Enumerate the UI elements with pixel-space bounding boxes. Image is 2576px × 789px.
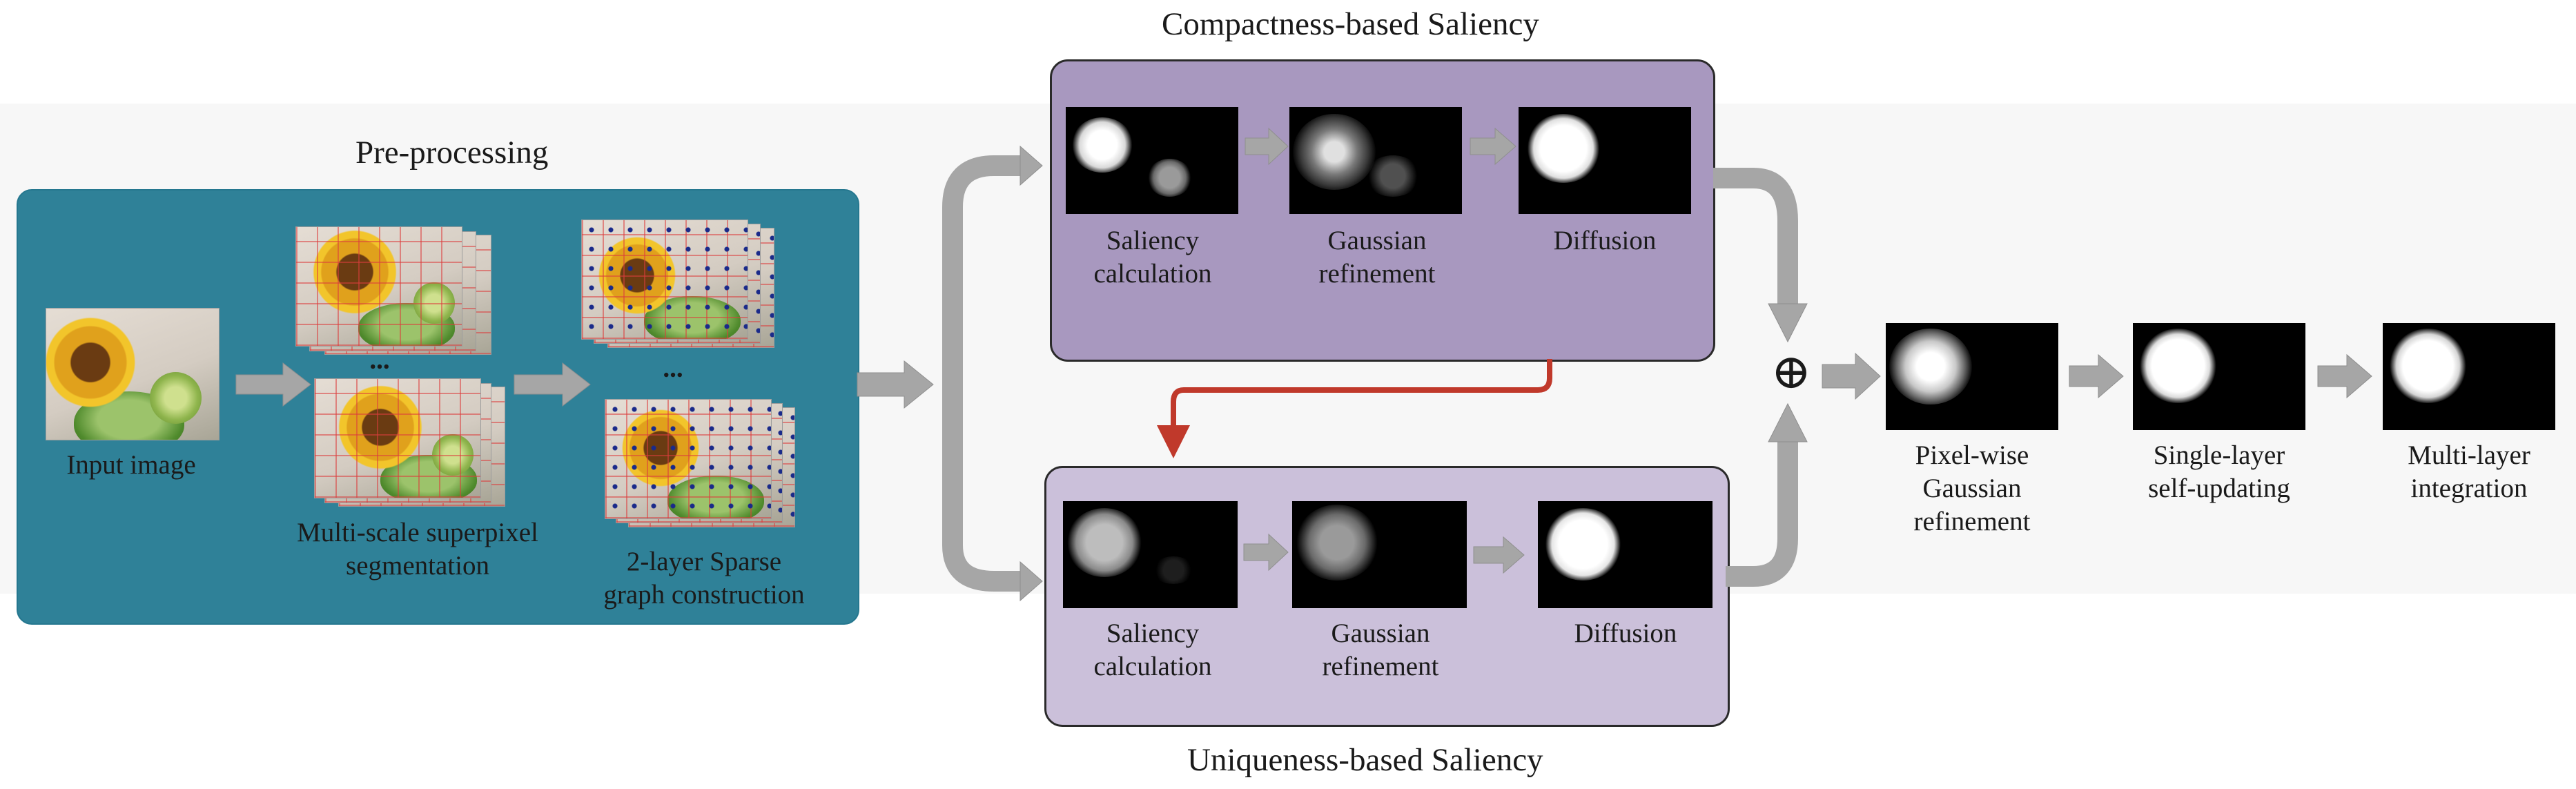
multi-layer-map: [2383, 323, 2555, 430]
sparse-graph-image-front: [581, 220, 748, 340]
compactness-step-3-label: Diffusion: [1553, 226, 1657, 255]
arrow-uniq-2: [1473, 536, 1525, 574]
arrow-input-to-superpixel: [235, 362, 311, 407]
branch-to-uniqueness: [942, 384, 1022, 592]
pixel-wise-gaussian-map: [1886, 323, 2058, 430]
uniqueness-title: Uniqueness-based Saliency: [1187, 742, 1543, 778]
arrow-superpixel-to-sparse: [514, 362, 591, 407]
salient-blob: [1889, 329, 1972, 405]
compactness-step-1-label: Saliency calculation: [1093, 226, 1212, 289]
fusion-step-2-label: Single-layer self-updating: [2148, 440, 2290, 503]
salient-blob: [2388, 329, 2468, 403]
branch-to-compactness: [942, 155, 1022, 384]
salient-blob: [1153, 556, 1194, 584]
input-image-label: Input image: [66, 450, 196, 480]
arrow-final-2: [2317, 353, 2372, 399]
compactness-diffusion-map: [1519, 107, 1691, 214]
head-merge-top: [1768, 303, 1808, 343]
arrow-uniq-1: [1243, 533, 1289, 572]
merge-from-compactness: [1713, 168, 1798, 304]
merge-from-uniqueness: [1726, 442, 1798, 587]
arrow-final-1: [2069, 353, 2124, 399]
uniqueness-step-3-label: Diffusion: [1574, 618, 1677, 648]
head-merge-bottom: [1768, 402, 1808, 442]
preprocessing-title: Pre-processing: [355, 135, 549, 171]
salient-blob: [1071, 117, 1133, 173]
salient-blob: [1525, 114, 1601, 183]
salient-blob: [1147, 159, 1192, 197]
cross-arrow: [1157, 359, 1552, 458]
superpixel-ellipsis: ...: [369, 345, 390, 375]
uniqueness-diffusion-map: [1538, 501, 1713, 608]
uniqueness-step-2-label: Gaussian refinement: [1322, 618, 1439, 681]
fusion-step-1-label: Pixel-wise Gaussian refinement: [1913, 440, 2031, 536]
uniqueness-saliency-map: [1063, 501, 1238, 608]
salient-blob: [1296, 505, 1378, 581]
head-uniqueness: [1019, 561, 1043, 602]
superpixel-image-front-2: [314, 378, 481, 498]
compactness-title: Compactness-based Saliency: [1162, 6, 1539, 42]
arrow-pre-to-split: [857, 360, 934, 409]
arrow-comp-2: [1470, 127, 1516, 166]
salient-blob: [1066, 508, 1142, 577]
sparse-graph-label: 2-layer Sparse graph construction: [603, 547, 805, 610]
compactness-step-2-label: Gaussian refinement: [1318, 226, 1436, 289]
fusion-symbol: ⊕: [1770, 346, 1812, 399]
input-image: [46, 308, 219, 440]
bud-shape: [150, 372, 202, 424]
single-layer-map: [2133, 323, 2305, 430]
uniqueness-gaussian-map: [1292, 501, 1467, 608]
arrow-fusion-to-final: [1822, 352, 1881, 400]
compactness-saliency-map: [1066, 107, 1238, 214]
salient-blob: [1365, 155, 1421, 197]
fusion-step-3-label: Multi-layer integration: [2408, 440, 2530, 503]
superpixel-label: Multi-scale superpixel segmentation: [297, 518, 538, 581]
arrow-comp-1: [1245, 127, 1289, 166]
sparse-graph-ellipsis: ...: [663, 353, 683, 383]
salient-blob: [1543, 508, 1623, 581]
sunflower-shape: [46, 314, 139, 411]
salient-blob: [2138, 329, 2218, 403]
sparse-graph-image-front-2: [605, 399, 772, 519]
uniqueness-step-1-label: Saliency calculation: [1093, 618, 1212, 681]
head-compactness: [1019, 145, 1043, 186]
salient-blob: [1293, 114, 1376, 190]
superpixel-image-front: [295, 226, 462, 347]
compactness-gaussian-map: [1289, 107, 1462, 214]
